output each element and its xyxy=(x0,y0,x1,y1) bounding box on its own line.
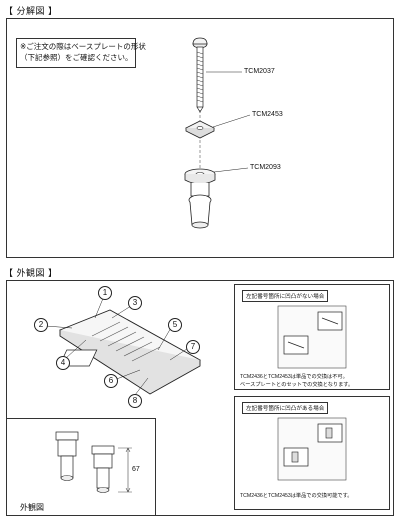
dimension-label: 67 xyxy=(132,466,140,473)
callout-badge-7: 7 xyxy=(186,340,200,354)
callout-badge-6: 6 xyxy=(104,374,118,388)
note-line-1: ※ご注文の際はベースプレートの形状 xyxy=(20,42,146,51)
part-number-plate: TCM2453 xyxy=(252,111,283,118)
exploded-view-frame xyxy=(6,18,394,258)
part-number-nut: TCM2093 xyxy=(250,164,281,171)
callout-badge-2: 2 xyxy=(34,318,48,332)
exterior-caption: 外観図 xyxy=(20,503,44,512)
exterior-section-title: 【 外観図 】 xyxy=(4,268,58,278)
info-title-bump: 左記番号箇所に凹凸がある場合 xyxy=(242,402,329,414)
callout-badge-8: 8 xyxy=(128,394,142,408)
note-line-2: （下記参照）をご確認ください。 xyxy=(20,53,133,62)
info-no-bump-line-1: TCM2436とTCM2453は単品での交換は不可。 xyxy=(240,374,348,380)
callout-badge-1: 1 xyxy=(98,286,112,300)
part-number-bolt: TCM2037 xyxy=(244,68,275,75)
info-bump-line-1: TCM2436とTCM2453は単品での交換可能です。 xyxy=(240,493,353,499)
callout-badge-3: 3 xyxy=(128,296,142,310)
callout-badge-4: 4 xyxy=(56,356,70,370)
callout-badge-5: 5 xyxy=(168,318,182,332)
info-panel-bump xyxy=(234,396,390,510)
exterior-mini-frame xyxy=(6,418,156,516)
info-no-bump-line-2: ベースプレートとのセットでの交換となります。 xyxy=(240,382,354,388)
exploded-section-title: 【 分解図 】 xyxy=(4,6,58,16)
exterior-view-frame xyxy=(6,280,394,516)
info-panel-no-bump xyxy=(234,284,390,390)
note-box xyxy=(16,38,136,68)
info-title-no-bump: 左記番号箇所に凹凸がない場合 xyxy=(242,290,329,302)
